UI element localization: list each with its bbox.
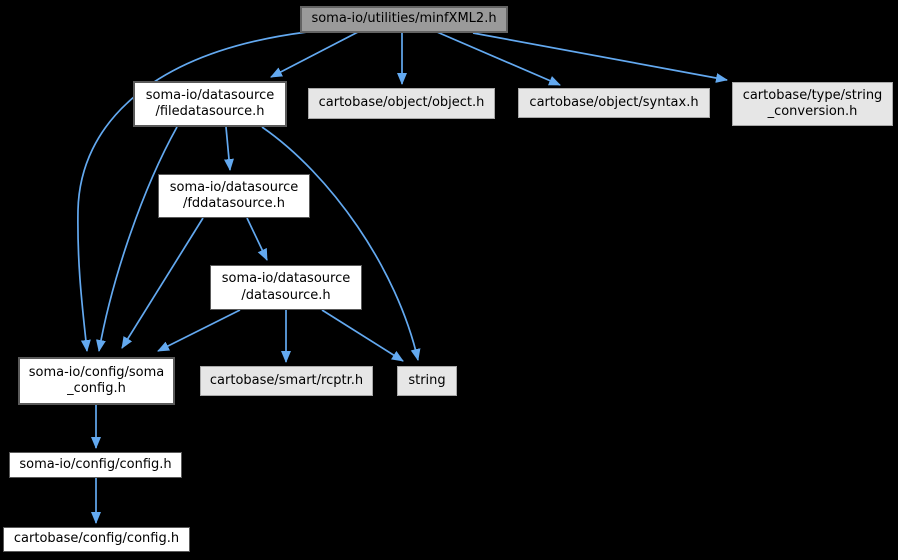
node-label: soma-io/datasource — [169, 179, 299, 195]
node-label: _config.h — [67, 381, 126, 396]
node-label: cartobase/type/string — [742, 87, 883, 103]
node-string-conversion: cartobase/type/string_conversion.h — [732, 82, 893, 126]
edge-minfxml2-to-soma-config — [77, 31, 308, 352]
node-label: soma-io/datasource — [145, 87, 275, 103]
edge-filedatasource-to-soma-config — [96, 126, 178, 352]
node-minfxml2: soma-io/utilities/minfXML2.h — [300, 6, 508, 33]
node-string: string — [397, 366, 457, 396]
node-label: cartobase/smart/rcptr.h — [209, 372, 364, 388]
node-label: /fddatasource.h — [182, 196, 286, 211]
node-label: /filedatasource.h — [155, 104, 265, 119]
node-label: cartobase/object/object.h — [318, 95, 485, 111]
node-label: /datasource.h — [241, 287, 331, 303]
edge-minfxml2-to-filedatasource — [270, 31, 359, 78]
edge-filedatasource-to-fddatasource — [224, 126, 234, 171]
node-label: string — [408, 372, 446, 388]
node-label: soma-io/config/soma — [28, 364, 165, 380]
node-fddatasource[interactable]: soma-io/datasource/fddatasource.h — [158, 174, 310, 218]
node-filedatasource[interactable]: soma-io/datasource/filedatasource.h — [133, 81, 287, 127]
node-rcptr-h: cartobase/smart/rcptr.h — [200, 366, 373, 396]
edge-minfxml2-to-syntax-h — [436, 31, 561, 86]
node-label: cartobase/config/config.h — [13, 531, 180, 547]
node-cartobase-config-h[interactable]: cartobase/config/config.h — [3, 527, 190, 552]
edge-minfxml2-to-string-conversion — [472, 32, 728, 83]
edge-datasource-to-soma-config — [157, 309, 241, 352]
node-label: soma-io/config/config.h — [19, 456, 172, 472]
node-syntax-h: cartobase/object/syntax.h — [518, 88, 710, 118]
node-label: _conversion.h — [767, 104, 858, 119]
node-object-h: cartobase/object/object.h — [308, 88, 495, 119]
edge-filedatasource-to-string — [261, 126, 421, 361]
edge-fddatasource-to-datasource — [246, 217, 268, 261]
node-soma-config[interactable]: soma-io/config/soma_config.h — [18, 357, 175, 405]
node-datasource[interactable]: soma-io/datasource/datasource.h — [210, 265, 362, 310]
node-label: cartobase/object/syntax.h — [529, 94, 699, 110]
edge-datasource-to-string — [321, 309, 404, 362]
node-label: soma-io/datasource — [221, 271, 351, 287]
edge-fddatasource-to-soma-config — [121, 217, 204, 349]
node-label: soma-io/utilities/minfXML2.h — [311, 11, 497, 27]
node-soma-io-config-h[interactable]: soma-io/config/config.h — [9, 452, 182, 478]
